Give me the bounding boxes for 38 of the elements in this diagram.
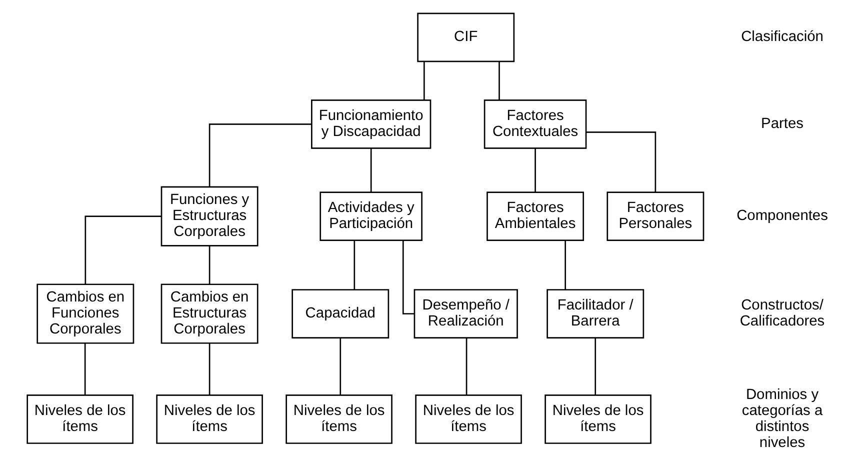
- connector: [402, 240, 414, 314]
- node-box: Capacidad: [291, 289, 389, 338]
- label: Clasificación: [740, 29, 823, 46]
- connector: [370, 148, 372, 192]
- connector: [594, 338, 596, 395]
- label: Constructos/ Calificadores: [739, 297, 824, 330]
- label: Componentes: [736, 208, 828, 224]
- label: Dominios y categorías a distintos niveles: [741, 386, 822, 451]
- node-box: Cambios en Funciones Corporales: [36, 284, 134, 344]
- node-box: CIF: [416, 12, 514, 62]
- connector: [208, 246, 210, 284]
- connector: [498, 62, 500, 100]
- node-box: Funcionamiento y Discapacidad: [310, 100, 431, 149]
- node-box: Niveles de los ítems: [26, 394, 133, 444]
- node-box: Factores Contextuales: [483, 100, 586, 149]
- connector: [465, 338, 467, 395]
- connector: [208, 343, 210, 395]
- node-box: Actividades y Participación: [319, 192, 422, 241]
- connector: [564, 240, 566, 290]
- node-box: Facilitador / Barrera: [546, 289, 644, 338]
- node-box: Desempeño / Realización: [413, 289, 518, 338]
- node-box: Niveles de los ítems: [414, 394, 522, 444]
- connector: [586, 132, 656, 192]
- connector: [353, 240, 355, 290]
- connector: [208, 124, 311, 187]
- node-box: Cambios en Estructuras Corporales: [160, 284, 258, 344]
- connector: [84, 216, 161, 284]
- connector: [84, 343, 86, 395]
- connector: [534, 148, 536, 192]
- node-box: Niveles de los ítems: [544, 394, 651, 444]
- node-box: Factores Ambientales: [486, 192, 584, 241]
- node-box: Niveles de los ítems: [285, 394, 392, 444]
- node-box: Funciones y Estructuras Corporales: [160, 186, 258, 246]
- node-box: Factores Personales: [606, 192, 704, 241]
- label: Partes: [760, 116, 803, 132]
- node-box: Niveles de los ítems: [156, 394, 262, 444]
- connector: [339, 338, 341, 395]
- connector: [423, 62, 424, 100]
